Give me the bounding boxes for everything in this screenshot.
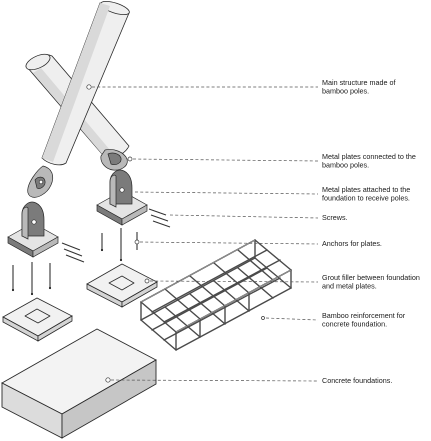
bamboo-reinforcement-cage <box>140 239 292 351</box>
screws-right <box>148 208 171 228</box>
base-plate-left <box>7 201 59 258</box>
anchors-left <box>11 262 52 296</box>
grout-marker-dot <box>144 278 150 284</box>
label-anchors: Anchors for plates. <box>322 239 382 248</box>
concrete-marker-dot <box>105 377 111 383</box>
anchor-marker-dot <box>134 239 140 245</box>
base-plate-right <box>96 169 148 226</box>
pole-marker-dot <box>86 84 92 90</box>
leader-lines <box>92 86 319 382</box>
pole-plate-left <box>27 165 54 198</box>
concrete-foundation <box>1 328 157 439</box>
label-metal-plates-connected: Metal plates connected to the bamboo pol… <box>322 152 418 170</box>
pole-plate-right <box>100 149 133 171</box>
anchors-right <box>100 228 140 262</box>
label-grout-filler: Grout filler between foundation and meta… <box>322 273 422 291</box>
label-concrete-foundations: Concrete foundations. <box>322 376 392 385</box>
label-screws: Screws. <box>322 213 348 222</box>
label-bamboo-reinforcement: Bamboo reinforcement for concrete founda… <box>322 311 407 329</box>
base-plate-left-bolt-hole <box>31 219 37 225</box>
grout-filler-right <box>86 263 158 308</box>
label-main-structure: Main structure made of bamboo poles. <box>322 78 398 96</box>
grout-filler-left <box>2 297 73 342</box>
callout-labels: Main structure made of bamboo poles. Met… <box>322 78 422 385</box>
base-plate-right-bolt-hole <box>119 187 125 193</box>
screws-left <box>61 242 85 263</box>
pole-plate-marker-dot <box>127 156 133 162</box>
label-metal-plates-attached: Metal plates attached to the foundation … <box>322 185 412 203</box>
reinforcement-marker-dot <box>261 316 265 320</box>
bamboo-pole-leaning <box>41 0 130 166</box>
